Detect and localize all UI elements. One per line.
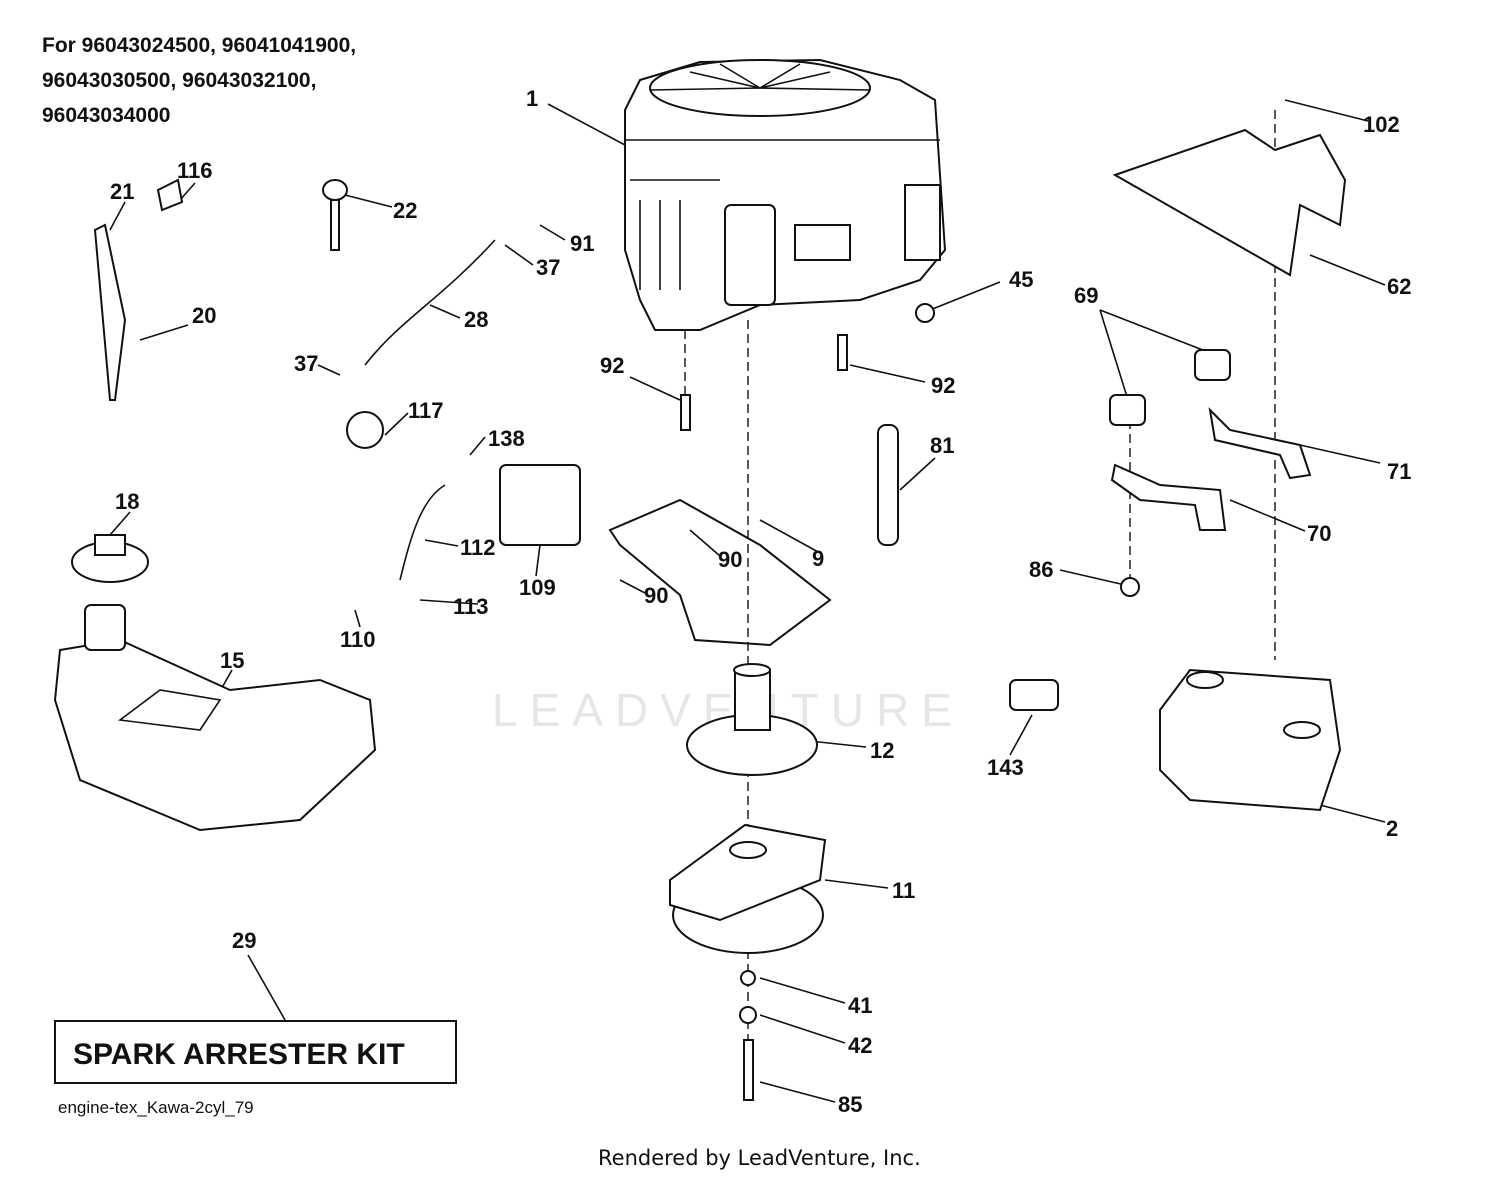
muffler-part <box>1159 668 1342 812</box>
exhaust-pipes-part <box>1109 349 1312 531</box>
callout-37-lower: 37 <box>294 351 318 376</box>
callout-42: 42 <box>848 1033 872 1058</box>
callout-labels: 1 2 9 11 12 15 18 20 21 22 28 37 37 41 4… <box>110 86 1411 1117</box>
callout-21: 21 <box>110 179 134 204</box>
callout-92-right: 92 <box>931 373 955 398</box>
callout-113: 113 <box>453 594 489 619</box>
callout-110: 110 <box>340 627 376 652</box>
callout-9: 9 <box>812 546 824 571</box>
callout-28: 28 <box>464 307 488 332</box>
callout-41: 41 <box>848 993 872 1018</box>
callout-18: 18 <box>115 489 139 514</box>
diagram-code: engine-tex_Kawa-2cyl_79 <box>58 1098 254 1117</box>
kit-box-label: SPARK ARRESTER KIT <box>73 1038 405 1071</box>
kit-box-frame <box>54 1020 457 1084</box>
callout-86: 86 <box>1029 557 1053 582</box>
model-line-2: 96043030500, 96043032100, <box>42 69 316 92</box>
callout-116: 116 <box>177 158 213 183</box>
callout-70: 70 <box>1307 521 1331 546</box>
callout-11: 11 <box>892 878 915 903</box>
callout-90-left: 90 <box>644 583 668 608</box>
callout-29: 29 <box>232 928 256 953</box>
callout-81: 81 <box>930 433 954 458</box>
pulley-part <box>686 663 818 776</box>
callout-12: 12 <box>870 738 894 763</box>
callout-1: 1 <box>526 86 538 111</box>
callout-138: 138 <box>488 426 525 451</box>
callout-22: 22 <box>393 198 417 223</box>
model-line-1: For 96043024500, 96041041900, <box>42 34 356 57</box>
callout-62: 62 <box>1387 274 1411 299</box>
callout-102: 102 <box>1363 112 1400 137</box>
fuel-cap-part <box>71 534 149 583</box>
callout-85: 85 <box>838 1092 862 1117</box>
callout-143: 143 <box>987 755 1024 780</box>
callout-2: 2 <box>1386 816 1398 841</box>
engine-part <box>624 58 947 331</box>
callout-69: 69 <box>1074 283 1098 308</box>
callout-37-upper: 37 <box>536 255 560 280</box>
callout-92-left: 92 <box>600 353 624 378</box>
spark-arrester-kit: 29 SPARK ARRESTER KIT <box>54 928 457 1084</box>
callout-15: 15 <box>220 648 244 673</box>
callout-45: 45 <box>1009 267 1033 292</box>
callout-117: 117 <box>408 398 444 423</box>
heat-shield-part <box>1112 128 1347 277</box>
callout-91: 91 <box>570 231 594 256</box>
clutch-part <box>669 823 827 954</box>
fuel-tank-part <box>53 604 377 832</box>
hardware-parts <box>93 178 1140 1101</box>
callout-20: 20 <box>192 303 216 328</box>
callout-112: 112 <box>460 535 496 560</box>
model-line-3: 96043034000 <box>42 104 170 127</box>
callout-109: 109 <box>519 575 556 600</box>
model-numbers: For 96043024500, 96041041900, 9604303050… <box>42 34 356 127</box>
credit-line: Rendered by LeadVenture, Inc. <box>598 1146 921 1170</box>
callout-90-right: 90 <box>718 547 742 572</box>
callout-71: 71 <box>1387 459 1411 484</box>
